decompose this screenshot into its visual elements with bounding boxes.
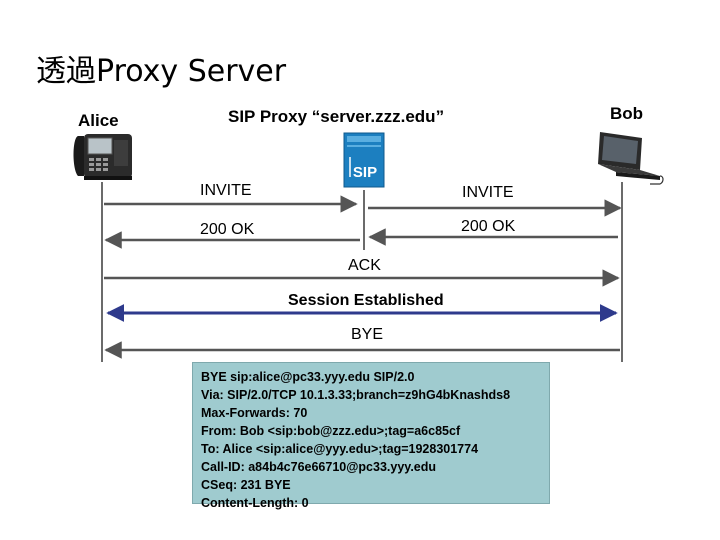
sip-header-line: Via: SIP/2.0/TCP 10.1.3.33;branch=z9hG4b… — [201, 388, 511, 402]
bye-label: BYE — [351, 326, 384, 343]
sip-server-icon: SIP — [343, 132, 385, 188]
laptop-icon — [598, 132, 664, 185]
invite-label-left: INVITE — [200, 182, 252, 199]
sip-message-box: BYE sip:alice@pc33.yyy.edu SIP/2.0 Via: … — [192, 362, 550, 510]
alice-label: Alice — [78, 111, 119, 130]
sip-header-line: From: Bob <sip:bob@zzz.edu>;tag=a6c85cf — [201, 424, 461, 438]
bob-label: Bob — [610, 104, 644, 123]
proxy-label: SIP Proxy “server.zzz.edu” — [228, 107, 445, 126]
sip-header-line: BYE sip:alice@pc33.yyy.edu SIP/2.0 — [201, 370, 415, 384]
page-title: 透過Proxy Server — [36, 54, 287, 89]
invite-label-right: INVITE — [462, 184, 514, 201]
ip-phone-icon — [73, 134, 132, 180]
ack-label: ACK — [348, 257, 381, 274]
sip-header-line: Max-Forwards: 70 — [201, 406, 308, 420]
ok-label-right: 200 OK — [461, 218, 516, 235]
ok-label-left: 200 OK — [200, 221, 255, 238]
sip-logo-text: SIP — [353, 164, 377, 181]
sip-header-line: Call-ID: a84b4c76e66710@pc33.yyy.edu — [201, 460, 437, 474]
sip-header-line: CSeq: 231 BYE — [201, 478, 291, 492]
sip-header-line: Content-Length: 0 — [201, 496, 309, 510]
sip-header-line: To: Alice <sip:alice@yyy.edu>;tag=192830… — [201, 442, 479, 456]
session-label: Session Established — [288, 292, 444, 309]
